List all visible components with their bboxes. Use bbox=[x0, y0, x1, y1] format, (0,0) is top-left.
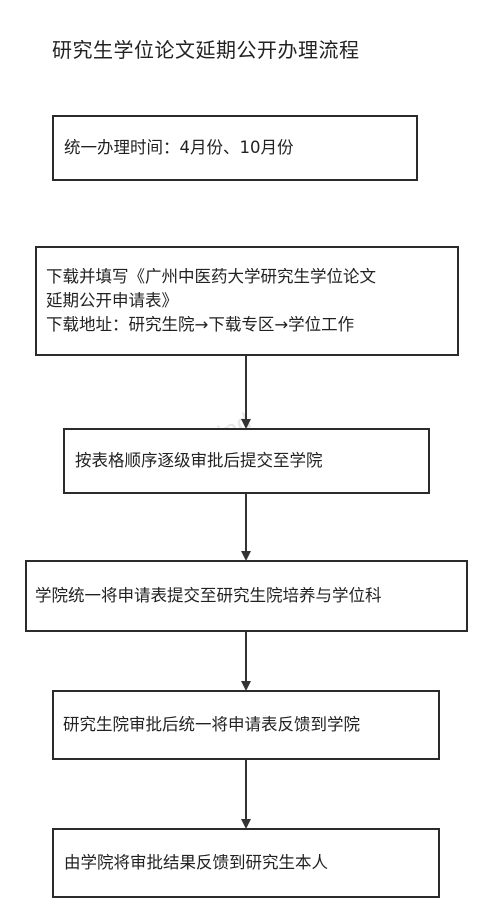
step-text: 按表格顺序逐级审批后提交至学院 bbox=[75, 451, 323, 470]
step-box-graduate-school-approval: 研究生院审批后统一将申请表反馈到学院 bbox=[52, 690, 440, 760]
step-box-result-feedback: 由学院将审批结果反馈到研究生本人 bbox=[52, 828, 440, 898]
step-text: 延期公开申请表》 bbox=[46, 291, 178, 310]
step-text: 研究生院审批后统一将申请表反馈到学院 bbox=[63, 715, 360, 734]
step-box-college-submit: 学院统一将申请表提交至研究生院培养与学位科 bbox=[25, 560, 468, 632]
diagram-title: 研究生学位论文延期公开办理流程 bbox=[52, 38, 360, 62]
step-text: 学院统一将申请表提交至研究生院培养与学位科 bbox=[35, 586, 382, 605]
step-text: 下载并填写《广州中医药大学研究生学位论文 bbox=[46, 267, 376, 286]
step-box-handling-time: 统一办理时间：4月份、10月份 bbox=[52, 115, 418, 181]
step-text: 下载地址：研究生院→下载专区→学位工作 bbox=[46, 315, 355, 334]
step-box-approval: 按表格顺序逐级审批后提交至学院 bbox=[63, 428, 430, 494]
step-box-download-form: 下载并填写《广州中医药大学研究生学位论文 延期公开申请表》 下载地址：研究生院→… bbox=[35, 246, 459, 356]
step-text: 由学院将审批结果反馈到研究生本人 bbox=[64, 853, 328, 872]
step-text: 统一办理时间：4月份、10月份 bbox=[64, 138, 294, 157]
